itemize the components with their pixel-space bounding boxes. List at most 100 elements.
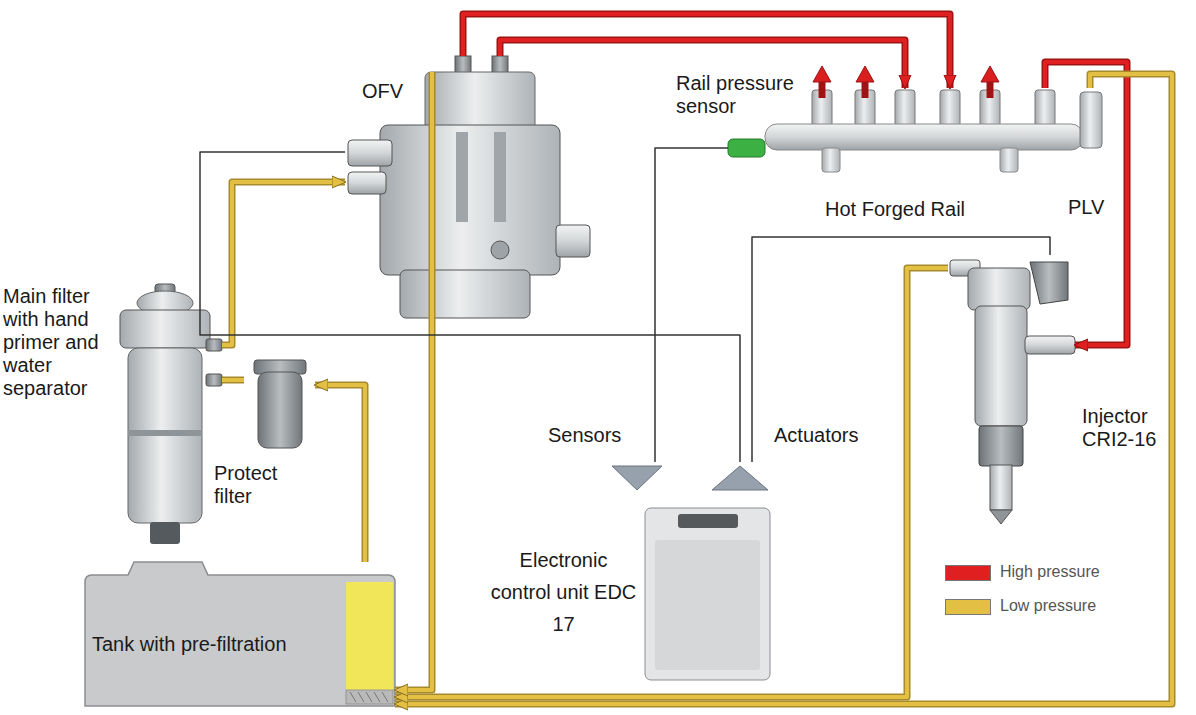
low-pressure-line [315,385,365,562]
outlet-arrow-shaft [862,80,869,98]
mesh-hatch [350,692,388,702]
low-pressure-line [395,74,1172,704]
outlet-arrow-shaft [987,80,994,98]
rail-bracket [822,148,840,172]
sensor-input-symbol [612,466,662,490]
signal-label: Actuators [774,424,858,447]
legend-swatch [945,599,991,615]
rail-outlet [1035,90,1055,128]
legend-text: Low pressure [1000,596,1096,615]
signal-wire [200,152,740,462]
rail-outlet [940,90,960,128]
injector: Injector CRI2-16 [948,255,1075,525]
pump-flange [400,270,530,318]
plunger-barrel [456,132,468,222]
electrical-connector [1030,262,1068,304]
part-label: OFV [362,80,403,103]
common-rail: Hot Forged Rail [765,88,1105,172]
pump-body [380,125,560,275]
outlet-arrow-head [856,66,874,82]
rail-pressure-sensor: Rail pressure sensor [728,138,765,158]
line-core [752,237,1050,462]
line-outline [222,377,244,384]
ecu: Electronic control unit EDC 17 [490,462,780,688]
line-outline [395,320,432,690]
outlet-arrow-head [981,66,999,82]
high-pressure-line [1045,62,1127,345]
injector-top [968,268,1030,310]
low-pressure-line [222,380,244,381]
ecu-housing [645,508,770,680]
line-outline [395,74,1172,704]
line-core [200,152,740,462]
injector [950,260,1075,524]
main-filter: Main filter with hand primer and water s… [2,280,222,548]
metering-valve [348,140,392,166]
high-pressure-pump: OFV [345,56,590,320]
line-outline [395,268,948,697]
line-core [222,182,345,345]
inlet-fitting [348,172,386,194]
pre-filter-mesh [346,690,393,704]
part-label: Main filter with hand primer and water s… [3,285,115,400]
injector-body [975,306,1027,426]
line-outline [315,385,365,562]
tank-cutaway-fuel [346,582,393,692]
protect-filter: Protect filter [244,355,315,510]
line-core [222,378,244,382]
rail-bracket [1000,148,1018,172]
signal-label: Sensors [548,424,621,447]
part-label: Rail pressure sensor [676,72,808,118]
line-core [315,385,365,562]
line-core [655,148,728,462]
filter-bowl [128,348,202,523]
ecu-connector [678,514,738,528]
low-pressure-line [395,320,432,690]
high-pressure-pump [348,56,590,320]
main-filter [120,284,222,544]
pump-head [425,72,535,130]
drive-shaft [556,225,590,257]
overflow-return-line [429,72,436,320]
line-core [395,320,432,690]
nozzle-tip [990,510,1012,524]
part-label: Protect filter [214,462,304,508]
line-outline [1045,62,1127,345]
low-pressure-line [395,268,948,697]
drain-plug [150,522,180,544]
rail-tube [765,124,1083,150]
line-core [395,74,1172,704]
nozzle [990,465,1012,510]
pump-bolt [491,241,509,259]
part-label: Injector CRI2-16 [1082,405,1167,451]
signal-wire [752,237,1050,462]
signal-wire [655,148,728,462]
ecu-lid [655,540,760,670]
tank-label: Tank with pre-filtration [92,633,287,656]
injector-seal [979,426,1023,466]
line-outline [222,182,345,345]
plunger-barrel [494,132,506,222]
outlet-arrow-head [813,66,831,82]
outlet-arrow-shaft [819,80,826,98]
fuel-tank: Tank with pre-filtration [85,562,395,706]
part-label: Hot Forged Rail [825,198,965,221]
legend-text: High pressure [1000,562,1100,581]
filter-fitting [206,339,222,351]
ecu [612,466,770,680]
rail-outlet [895,90,915,128]
tank-body [85,562,395,706]
filter-canister [258,372,302,448]
valve-label: PLV [1068,196,1104,219]
filter-fitting [206,374,222,386]
ecu-label: Electronic control unit EDC 17 [490,544,637,640]
fuel-tank [85,562,395,706]
overflow-return-line [430,72,434,320]
actuator-output-symbol [712,466,768,490]
water-separator-ring [128,430,202,436]
pressure-limiting-valve [1080,92,1102,148]
filter-head [120,310,210,348]
high-pressure-inlet [1025,336,1075,354]
rail-pressure-sensor-plug [728,139,765,157]
